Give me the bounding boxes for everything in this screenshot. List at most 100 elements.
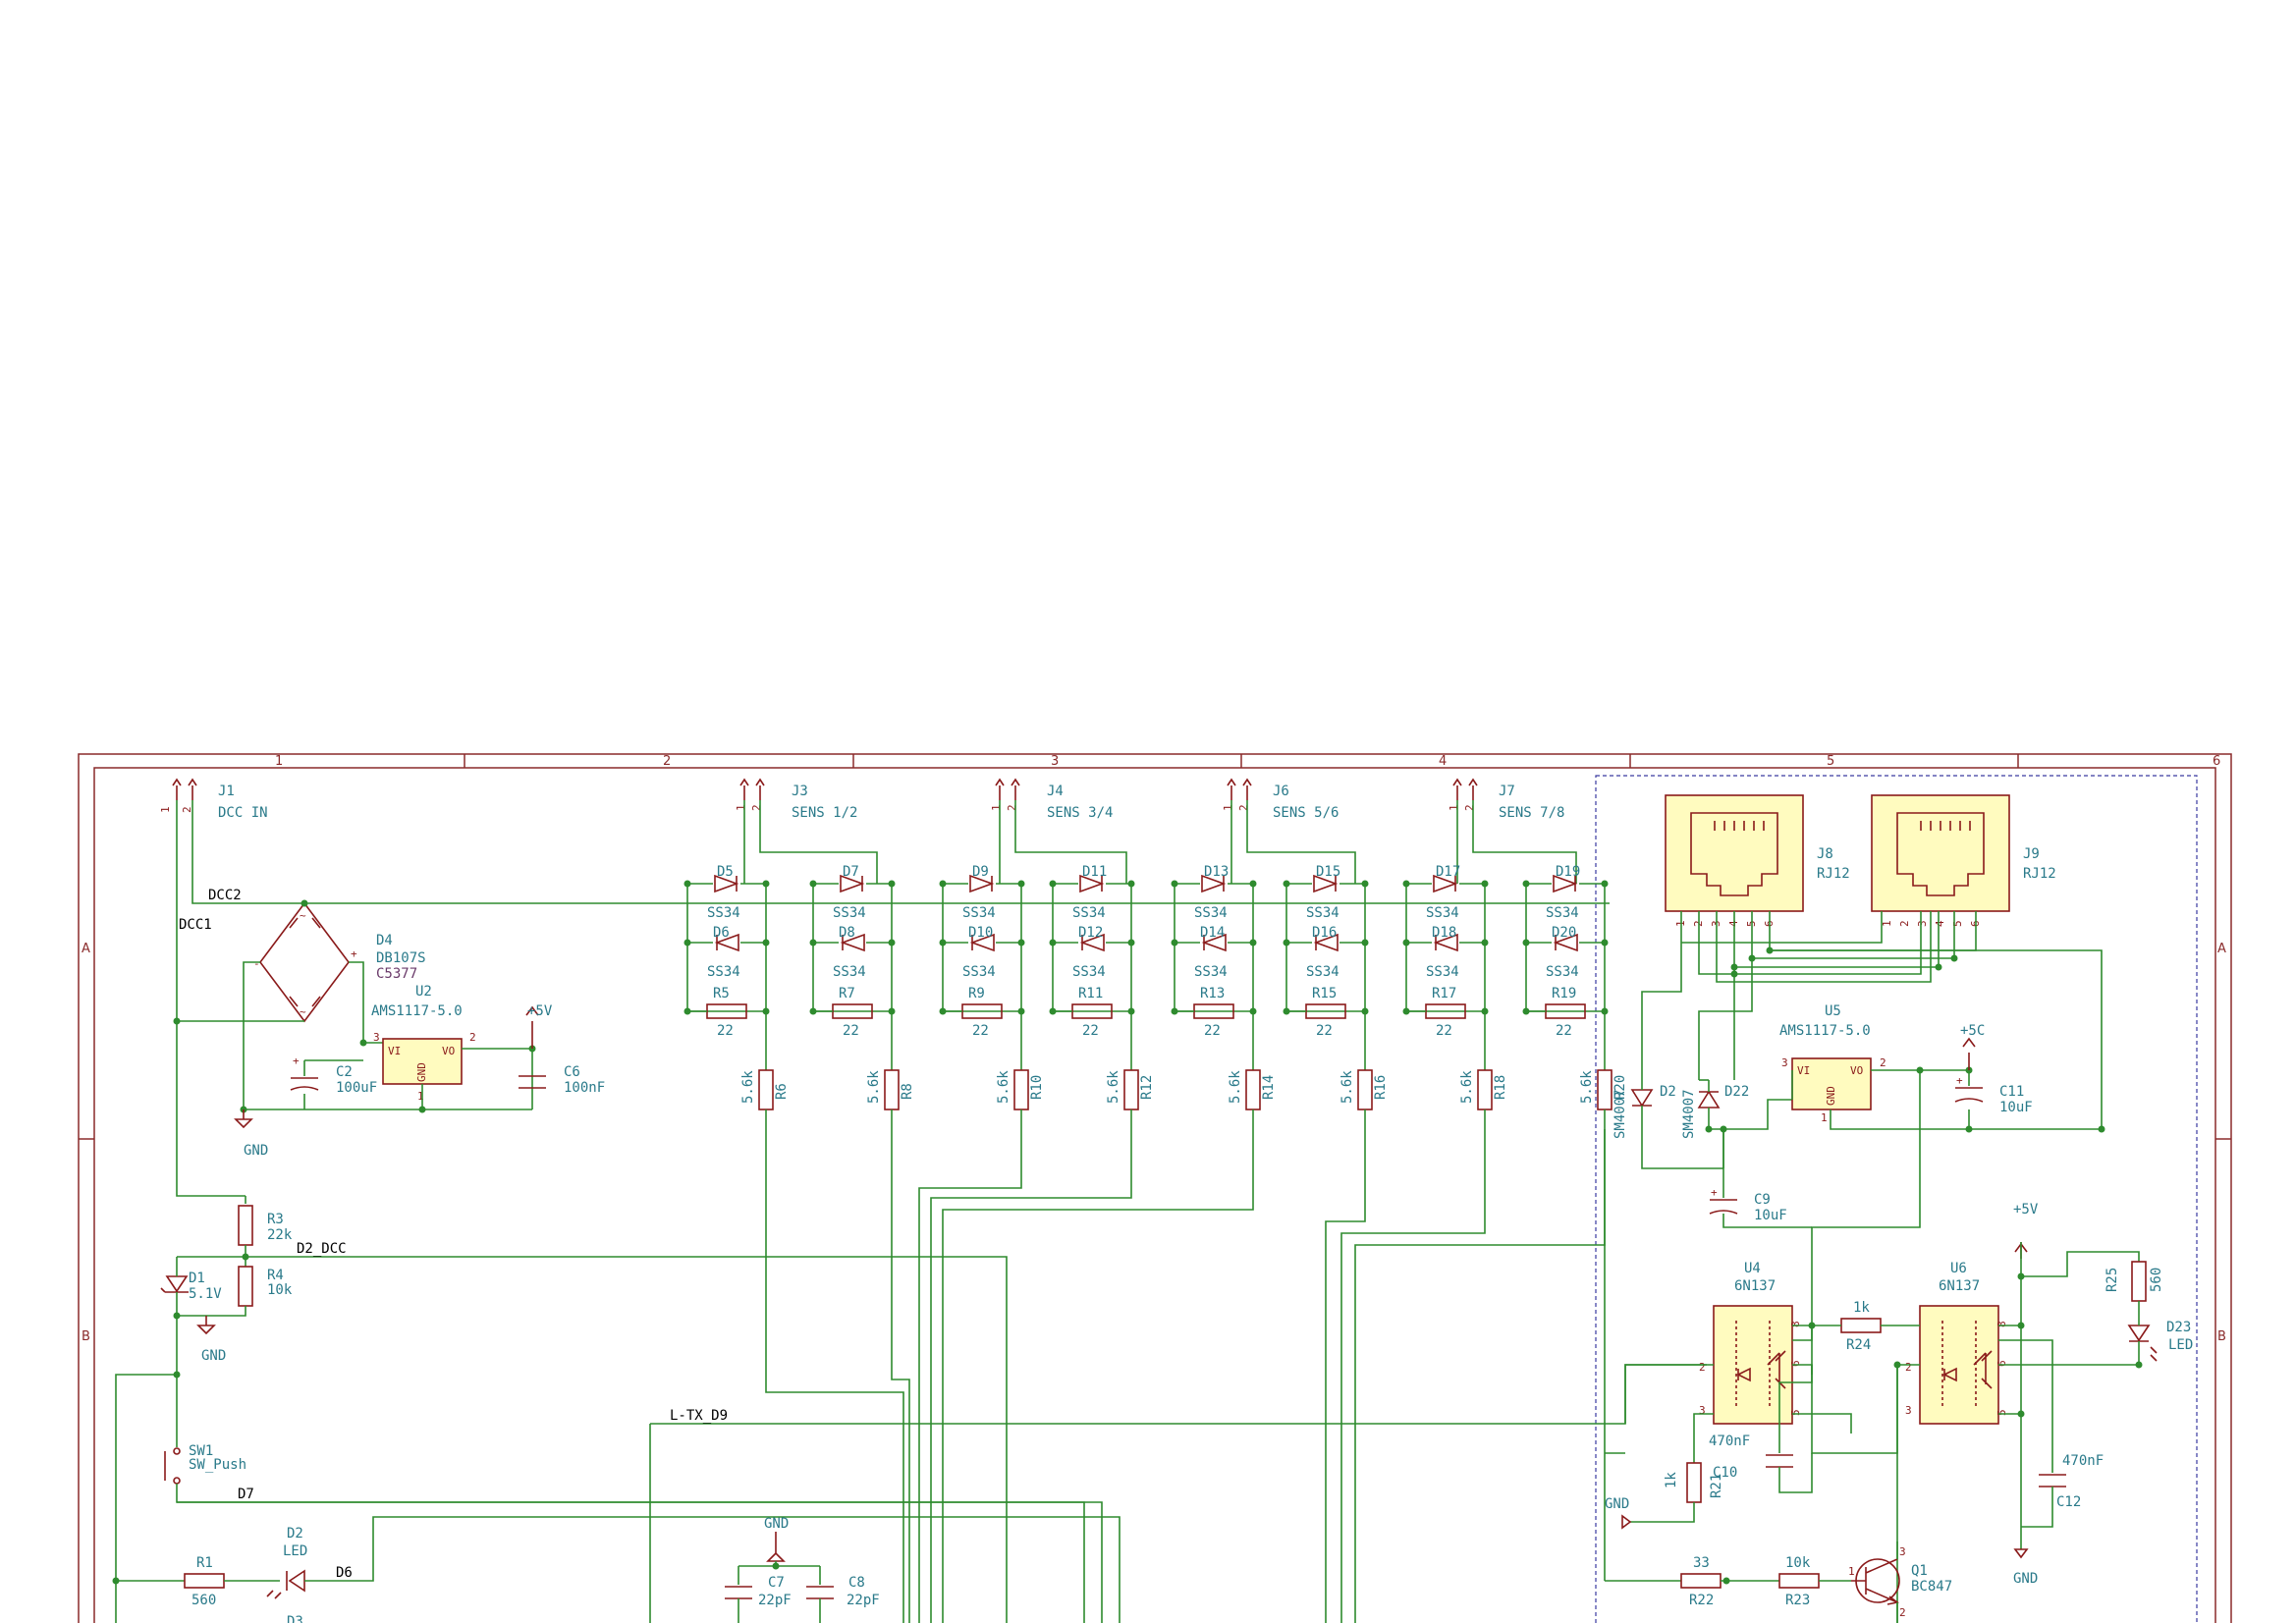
d8-ref: D8 (839, 925, 855, 941)
svg-text:3: 3 (1916, 920, 1929, 927)
bridge-rectifier-d4: ~ - + ~ D4 DB107S C5377 (253, 901, 426, 1023)
d13-value: SS34 (1194, 905, 1228, 921)
u2-plus5v: +5V (527, 1003, 553, 1019)
r24-ref: R24 (1846, 1337, 1871, 1353)
d17-ref: D17 (1436, 864, 1460, 880)
isolated-section: J8 RJ12 1 2 3 4 5 6 J9 RJ12 1 2 3 4 5 6 (1604, 794, 2193, 1623)
gnd-label-xtal: GND (764, 1516, 789, 1532)
resistor-r20 (1597, 1069, 1613, 1110)
r7-value: 22 (843, 1023, 859, 1039)
u5-pin-vi: VI (1797, 1064, 1810, 1077)
resistor-r12 (1123, 1069, 1139, 1110)
r14-ref: R14 (1261, 1075, 1277, 1100)
j6-ref: J6 (1273, 784, 1289, 799)
gnd-symbol-left: GND (234, 1109, 268, 1159)
c7-value: 22pF (758, 1593, 792, 1608)
r17-value: 22 (1436, 1023, 1452, 1039)
d22-ref: D22 (1724, 1084, 1749, 1100)
resistor-r23: 10k R23 (1778, 1555, 1820, 1608)
crystal-caps: GND C7 22pF C8 22pF (725, 1516, 880, 1623)
zone-col-2: 2 (663, 754, 671, 769)
c6-value: 100nF (564, 1080, 605, 1096)
resistor-r8 (884, 1069, 900, 1110)
svg-text:~: ~ (300, 909, 306, 922)
r3-ref: R3 (267, 1212, 284, 1227)
svg-text:1: 1 (735, 804, 747, 811)
d11-value: SS34 (1072, 905, 1106, 921)
diode-d12 (1079, 933, 1105, 952)
svg-text:+: + (1711, 1186, 1718, 1199)
r13-ref: R13 (1200, 986, 1225, 1001)
svg-text:2: 2 (1905, 1361, 1912, 1374)
r23-ref: R23 (1785, 1593, 1810, 1608)
svg-text:6: 6 (1789, 1360, 1802, 1367)
svg-text:2: 2 (1899, 1606, 1906, 1619)
net-d6: D6 (336, 1565, 353, 1581)
r1-value: 560 (191, 1593, 216, 1608)
d4-extra: C5377 (376, 966, 417, 982)
r4-ref: R4 (267, 1268, 284, 1283)
connector-j3: 1 2 J3 SENS 1/2 (735, 778, 857, 821)
r19-ref: R19 (1552, 986, 1576, 1001)
zone-col-1: 1 (275, 754, 283, 769)
net-dcc1: DCC1 (179, 917, 212, 933)
zone-col-3: 3 (1051, 754, 1059, 769)
d4-ref: D4 (376, 933, 393, 948)
j7-ref: J7 (1499, 784, 1515, 799)
u5-pin-gnd: GND (1825, 1086, 1837, 1106)
capacitor-c6: C6 100nF (519, 1064, 605, 1096)
svg-text:3: 3 (1899, 1545, 1906, 1558)
d10-ref: D10 (968, 925, 993, 941)
r3-value: 22k (267, 1227, 293, 1243)
r10-value: 5.6k (996, 1070, 1011, 1104)
d23-value: LED (2168, 1337, 2193, 1353)
gnd-label-r21: GND (1605, 1496, 1629, 1512)
svg-text:3: 3 (1781, 1056, 1788, 1069)
d15-value: SS34 (1306, 905, 1339, 921)
c12-value: 470nF (2062, 1453, 2104, 1469)
u6-value: 6N137 (1939, 1278, 1980, 1294)
led-d23: D23 LED (1998, 1301, 2193, 1366)
isolated-section-box (1595, 775, 2198, 1623)
j3-value: SENS 1/2 (792, 805, 857, 821)
svg-text:1: 1 (1848, 1565, 1855, 1578)
d13-ref: D13 (1204, 864, 1229, 880)
c11-value: 10uF (1999, 1100, 2033, 1115)
zone-row-a-right: A (2217, 942, 2226, 956)
d22-value: SM4007 (1681, 1089, 1697, 1139)
diode-d14 (1201, 933, 1227, 952)
zone-col-4: 4 (1439, 754, 1447, 769)
svg-text:8: 8 (1789, 1321, 1802, 1327)
d9-value: SS34 (962, 905, 996, 921)
gnd-label-r4: GND (201, 1348, 226, 1364)
capacitor-c10: 470nF C10 (1709, 1365, 1813, 1493)
diode-d10 (969, 933, 995, 952)
svg-text:+: + (1956, 1074, 1963, 1087)
j6-value: SENS 5/6 (1273, 805, 1339, 821)
j1-value: DCC IN (218, 805, 268, 821)
zener-d1: D1 5.1V (160, 1257, 222, 1316)
gnd-symbol-u6: GND (2013, 1548, 2038, 1587)
j9-ref: J9 (2023, 846, 2040, 862)
resistor-r3: R3 22k (238, 1205, 293, 1246)
d3-ref: D3 (287, 1614, 303, 1623)
r21-ref: R21 (1709, 1474, 1724, 1498)
svg-text:2: 2 (1699, 1361, 1706, 1374)
svg-text:2: 2 (469, 1031, 476, 1044)
zone-row-b-right: B (2217, 1329, 2226, 1344)
diode-d13 (1201, 874, 1227, 893)
connector-j8: J8 RJ12 1 2 3 4 5 6 (1665, 794, 1850, 927)
r20-ref: R20 (1613, 1075, 1628, 1100)
u5-ref: U5 (1825, 1003, 1841, 1019)
d5-value: SS34 (707, 905, 740, 921)
d10-value: SS34 (962, 964, 996, 980)
d20-value: SS34 (1546, 964, 1579, 980)
d6-value: SS34 (707, 964, 740, 980)
u2-pin-vi: VI (388, 1045, 401, 1057)
d1-ref: D1 (189, 1271, 205, 1286)
svg-text:1: 1 (1881, 920, 1893, 927)
d12-ref: D12 (1078, 925, 1103, 941)
svg-text:5: 5 (1995, 1409, 2008, 1416)
